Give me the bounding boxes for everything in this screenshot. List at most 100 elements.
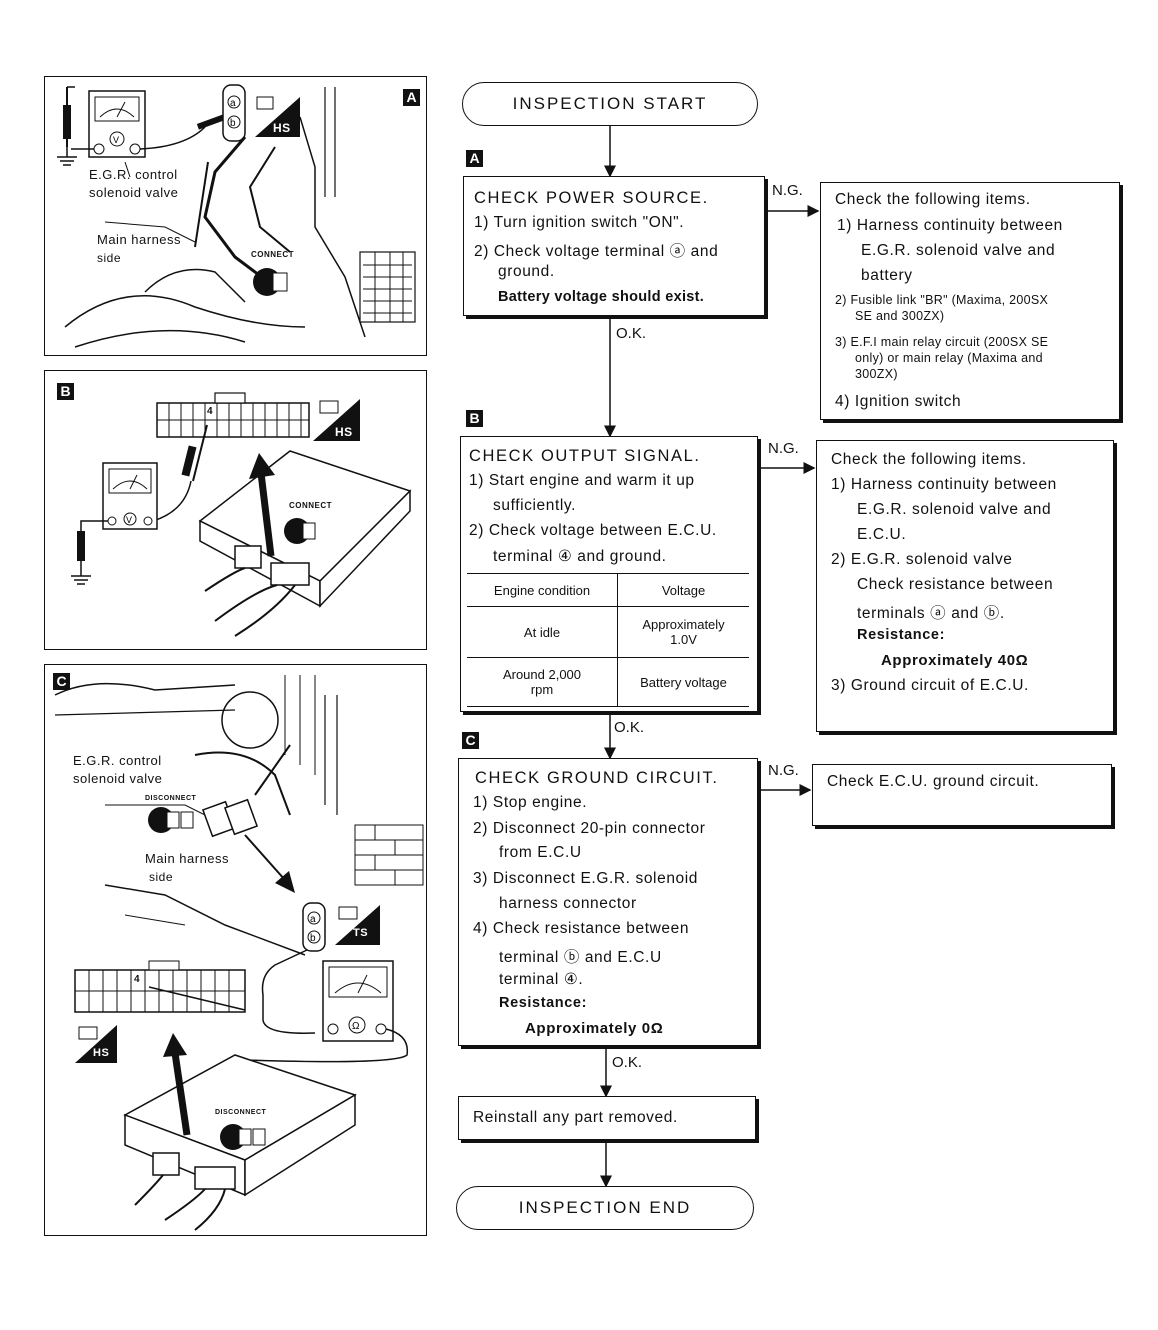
illustration-panel-b: V B HS 4 CONNECT <box>44 370 427 650</box>
svg-text:V: V <box>126 515 132 525</box>
step-b-line4: terminal ④ and ground. <box>493 548 667 565</box>
ng-a-title: Check the following items. <box>835 191 1031 208</box>
ng-b-box: Check the following items. 1) Harness co… <box>816 440 1114 732</box>
ng-a-line5: SE and 300ZX) <box>855 309 945 323</box>
svg-text:V: V <box>113 135 119 145</box>
step-a-tag: A <box>466 150 483 167</box>
svg-text:a: a <box>310 914 316 925</box>
step-c-line2: 2) Disconnect 20-pin connector <box>473 820 706 837</box>
step-c-resistance-value: Approximately 0Ω <box>525 1020 664 1037</box>
table-header-voltage: Voltage <box>617 573 749 607</box>
panel-c-hs-badge: HS <box>93 1047 110 1059</box>
step-c-tag: C <box>462 732 479 749</box>
main-harness-label-line2: side <box>97 251 122 265</box>
step-a-note: Battery voltage should exist. <box>498 289 705 305</box>
step-b-line3: 2) Check voltage between E.C.U. <box>469 522 717 539</box>
ng-b-resistance-value: Approximately 40Ω <box>881 652 1029 669</box>
table-cell-idle: At idle <box>467 606 618 658</box>
ng-b-line3: E.C.U. <box>857 526 907 543</box>
step-c-line5: harness connector <box>499 895 637 912</box>
ng-a-line3: battery <box>861 267 913 284</box>
panel-b-tag: B <box>57 383 74 400</box>
ng-b-line7: 3) Ground circuit of E.C.U. <box>831 677 1029 694</box>
ng-a-line1: 1) Harness continuity between <box>837 217 1063 234</box>
main-harness-label-line1: Main harness <box>97 232 182 247</box>
step-b-line1: 1) Start engine and warm it up <box>469 472 695 489</box>
ng-b-line5: Check resistance between <box>857 576 1054 593</box>
illustration-panel-c: a b Ω <box>44 664 427 1236</box>
egr-solenoid-label-c-line2: solenoid valve <box>73 771 163 786</box>
table-cell-2000rpm: Around 2,000 rpm <box>467 657 618 707</box>
ng-a-box: Check the following items. 1) Harness co… <box>820 182 1120 420</box>
ng-a-line7: only) or main relay (Maxima and <box>855 351 1043 365</box>
step-c-line8: terminal ④. <box>499 971 584 988</box>
svg-text:Ω: Ω <box>352 1021 360 1032</box>
step-c-line1: 1) Stop engine. <box>473 794 588 811</box>
step-c-line7: terminal ⓑ and E.C.U <box>499 949 662 966</box>
egr-solenoid-label-c-line1: E.G.R. control <box>73 753 162 768</box>
connect-label-b: CONNECT <box>289 501 333 510</box>
table-row: Around 2,000 rpm Battery voltage <box>467 657 749 707</box>
inspection-start-terminator: INSPECTION START <box>462 82 758 126</box>
disconnect-label-c2: DISCONNECT <box>215 1109 267 1116</box>
svg-text:b: b <box>230 118 236 129</box>
panel-b-mode-badge: HS <box>335 425 353 439</box>
ng-c-text: Check E.C.U. ground circuit. <box>827 773 1040 790</box>
step-a-line1: 1) Turn ignition switch "ON". <box>474 214 685 231</box>
svg-text:b: b <box>310 933 316 944</box>
panel-c-ts-badge: TS <box>353 927 369 939</box>
ng-b-line2: E.G.R. solenoid valve and <box>857 501 1052 518</box>
ng-b-title: Check the following items. <box>831 451 1027 468</box>
ng-c-box: Check E.C.U. ground circuit. <box>812 764 1112 826</box>
table-row: At idle Approximately 1.0V <box>467 606 749 658</box>
disconnect-label-c: DISCONNECT <box>145 795 197 802</box>
ohmmeter-diagram-c: a b Ω <box>54 675 424 1231</box>
step-c-line6: 4) Check resistance between <box>473 920 690 937</box>
step-a-line3: ground. <box>498 263 555 280</box>
ng-label-c: N.G. <box>768 762 799 779</box>
step-a-title: CHECK POWER SOURCE. <box>474 189 709 207</box>
voltmeter-diagram-b: V <box>71 392 412 637</box>
step-a-box: CHECK POWER SOURCE. 1) Turn ignition swi… <box>463 176 765 316</box>
ng-a-line4: 2) Fusible link "BR" (Maxima, 200SX <box>835 293 1049 307</box>
step-b-tag: B <box>466 410 483 427</box>
ok-label-b: O.K. <box>614 719 645 736</box>
ng-b-line4: 2) E.G.R. solenoid valve <box>831 551 1013 568</box>
ng-label-b: N.G. <box>768 440 799 457</box>
voltage-table-header: Engine condition Voltage <box>467 573 749 607</box>
panel-c-tag: C <box>53 673 70 690</box>
panel-a-tag: A <box>403 89 420 106</box>
voltmeter-diagram-a: V a b <box>57 84 416 348</box>
ng-a-line6: 3) E.F.I main relay circuit (200SX SE <box>835 335 1049 349</box>
step-c-title: CHECK GROUND CIRCUIT. <box>475 769 719 787</box>
step-c-box: CHECK GROUND CIRCUIT. 1) Stop engine. 2)… <box>458 758 758 1046</box>
ng-a-line9: 4) Ignition switch <box>835 393 962 410</box>
illustration-panel-a: V a b A HS E.G.R. control solen <box>44 76 427 356</box>
step-b-line2: sufficiently. <box>493 497 577 514</box>
ng-a-line8: 300ZX) <box>855 367 898 381</box>
inspection-end-terminator: INSPECTION END <box>456 1186 754 1230</box>
table-header-engine: Engine condition <box>467 573 618 607</box>
table-cell-2000rpm-voltage: Battery voltage <box>617 657 749 707</box>
egr-solenoid-label-line1: E.G.R. control <box>89 167 178 182</box>
ng-a-line2: E.G.R. solenoid valve and <box>861 242 1056 259</box>
connect-label-a: CONNECT <box>251 250 295 259</box>
ok-label-c: O.K. <box>612 1054 643 1071</box>
ecu-pin-label-c: 4 <box>134 974 141 985</box>
main-harness-label-c-line2: side <box>149 870 174 884</box>
ng-b-line6: terminals ⓐ and ⓑ. <box>857 605 1005 622</box>
ng-label-a: N.G. <box>772 182 803 199</box>
ng-b-resistance-label: Resistance: <box>857 627 945 643</box>
svg-text:a: a <box>230 98 236 109</box>
final-step-text: Reinstall any part removed. <box>473 1109 678 1126</box>
ng-b-line1: 1) Harness continuity between <box>831 476 1057 493</box>
main-harness-label-c-line1: Main harness <box>145 851 230 866</box>
ok-label-a: O.K. <box>616 325 647 342</box>
step-c-line4: 3) Disconnect E.G.R. solenoid <box>473 870 699 887</box>
step-b-title: CHECK OUTPUT SIGNAL. <box>469 447 701 465</box>
step-a-line2: 2) Check voltage terminal ⓐ and <box>474 243 719 260</box>
step-c-line3: from E.C.U <box>499 844 582 861</box>
step-c-resistance-label: Resistance: <box>499 995 587 1011</box>
ecu-pin-label-b: 4 <box>207 406 214 417</box>
